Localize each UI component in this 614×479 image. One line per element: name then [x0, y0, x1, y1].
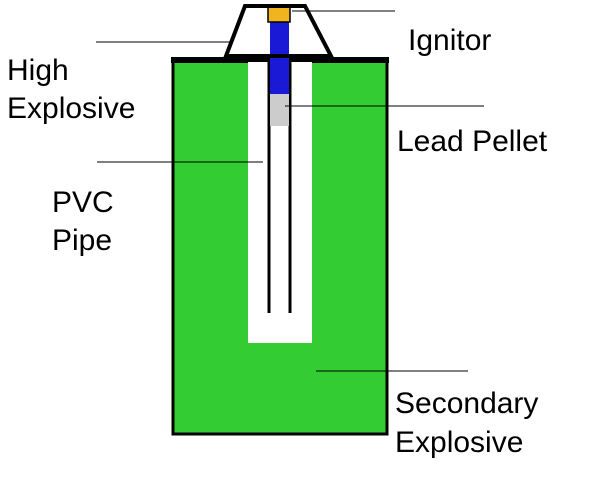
lead-pellet [270, 94, 289, 126]
ignitor-label: Ignitor [408, 24, 491, 57]
secondary-explosive-label-line2: Explosive [395, 426, 523, 459]
lead-pellet-label: Lead Pellet [397, 125, 548, 158]
high-explosive-label-line1: High [7, 54, 69, 87]
pvc-pipe-label-line1: PVC [52, 186, 114, 219]
ignitor-cap [267, 5, 291, 23]
high-explosive-label-line2: Explosive [7, 92, 135, 125]
secondary-explosive-label-line1: Secondary [395, 387, 538, 420]
pvc-pipe-label-line2: Pipe [52, 224, 112, 257]
